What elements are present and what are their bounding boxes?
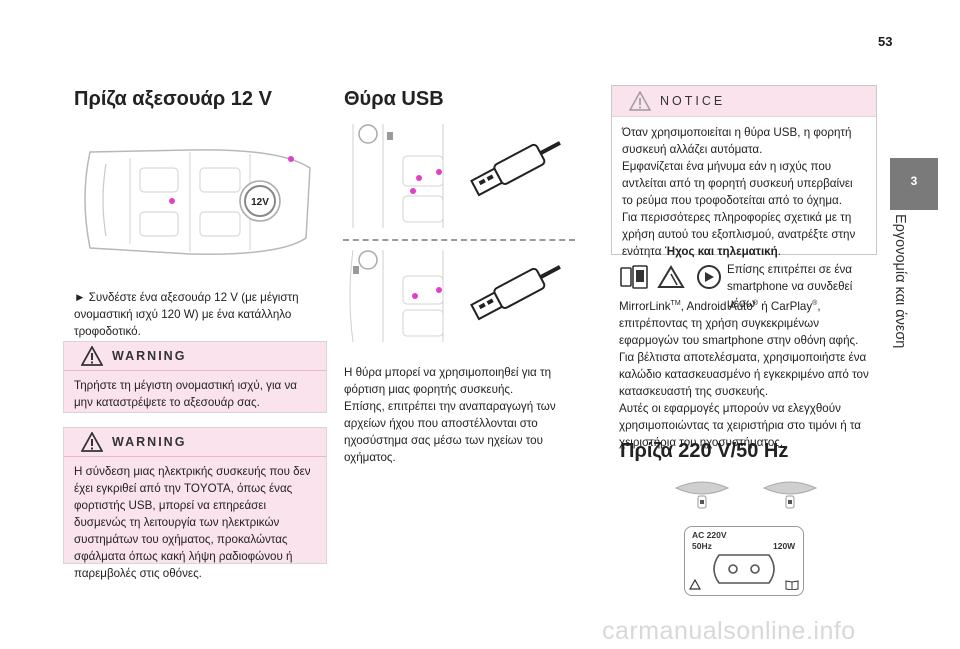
steering-wheel-icon	[358, 250, 378, 270]
warning-box-1: WARNING Τηρήστε τη μέγιστη ονομαστική ισ…	[63, 341, 327, 413]
usb-port-icon	[387, 132, 393, 140]
notice-box: NOTICE Όταν χρησιμοποιείται η θύρα USB, …	[611, 85, 877, 258]
usb-description: Η θύρα μπορεί να χρησιμοποιηθεί για τη φ…	[344, 366, 556, 464]
notice-link[interactable]: Ήχος και τηλεματική	[664, 245, 778, 258]
usb-illustration-top	[352, 124, 561, 228]
carplay-icon	[697, 265, 721, 289]
chapter-tab[interactable]: 3	[890, 158, 938, 210]
steering-wheels-illustration	[674, 481, 818, 509]
mirrorlink-icon	[620, 265, 648, 289]
section-title-220v: Πρίζα 220 V/50 Hz	[620, 440, 789, 462]
manual-book-icon	[785, 580, 799, 590]
notice-text: Όταν χρησιμοποιείται η θύρα USB, η φορητ…	[622, 126, 856, 258]
warning-icon	[81, 346, 103, 366]
usb-plug-icon	[470, 141, 561, 197]
page-number: 53	[878, 34, 893, 49]
divider-dashed	[343, 239, 575, 241]
socket-location-marker	[169, 198, 175, 204]
smartphone-app-icons	[620, 265, 721, 289]
steering-wheel-icon	[674, 481, 730, 509]
usb-plug-icon	[470, 265, 561, 321]
instruction-12v: ► Συνδέστε ένα αξεσουάρ 12 V (με μέγιστη…	[74, 291, 299, 338]
section-title-12v: Πρίζα αξεσουάρ 12 V	[74, 88, 272, 110]
caution-icon	[689, 579, 701, 590]
steering-wheel-icon	[358, 124, 378, 144]
section-title-usb: Θύρα USB	[344, 88, 444, 110]
chapter-title: Εργονομία και άνεση	[892, 214, 908, 349]
watermark: carmanualsonline.info	[602, 617, 856, 645]
socket-220v: AC 220V 50Hz 120W	[684, 526, 804, 596]
chapter-number: 3	[910, 174, 918, 188]
steering-wheel-icon	[762, 481, 818, 509]
android-auto-icon	[657, 265, 685, 288]
warning-label: WARNING	[112, 435, 187, 449]
notice-icon	[629, 91, 651, 111]
socket-12v-label: 12V	[251, 197, 269, 208]
apps-text-intro: Επίσης επιτρέπει σε ένα smartphone να συ…	[727, 263, 853, 310]
socket-watt-label: 120W	[773, 541, 796, 551]
usb-port-icon	[353, 266, 359, 274]
apps-text: MirrorLinkTM, Android Auto® ή CarPlay®, …	[619, 299, 869, 449]
socket-ac-label: AC 220V	[692, 530, 727, 540]
socket-hz-label: 50Hz	[692, 541, 712, 551]
warning-icon	[81, 432, 103, 452]
usb-illustration-bottom	[349, 249, 561, 343]
warning-text-1: Τηρήστε τη μέγιστη ονομαστική ισχύ, για …	[74, 379, 297, 409]
warning-text-2: Η σύνδεση μιας ηλεκτρικής συσκευής που δ…	[74, 465, 311, 580]
socket-outlet-icon	[713, 554, 775, 584]
warning-label: WARNING	[112, 349, 187, 363]
warning-box-2: WARNING Η σύνδεση μιας ηλεκτρικής συσκευ…	[63, 427, 327, 580]
socket-location-marker	[288, 156, 294, 162]
notice-label: NOTICE	[660, 94, 726, 108]
van-12v-illustration: 12V	[84, 149, 311, 255]
